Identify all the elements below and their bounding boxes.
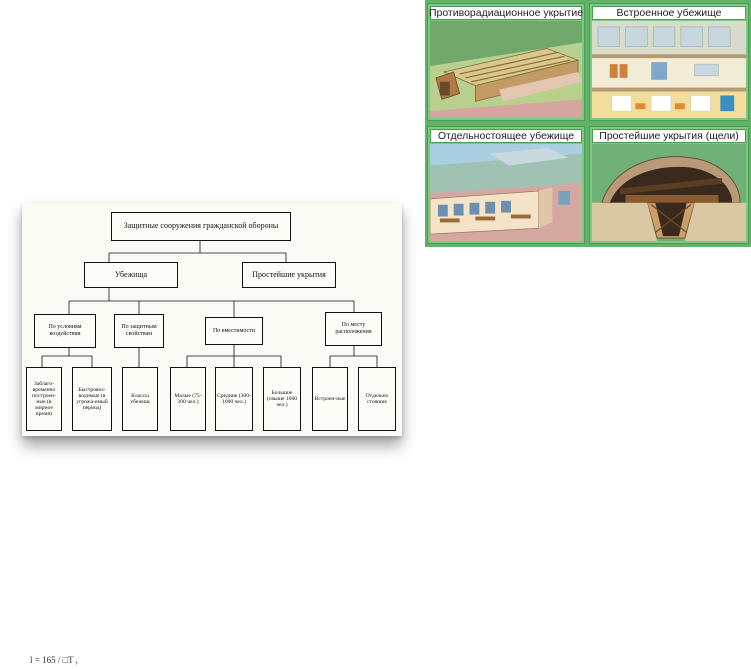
node-simple-shelters: Простейшие укрытия — [242, 262, 336, 288]
cell-title: Встроенное убежище — [592, 6, 746, 20]
node-root: Защитные сооружения гражданской обороны — [111, 212, 291, 241]
cell-title: Простейшие укрытия (щели) — [592, 129, 746, 143]
node-standalone: Отдельно стоящие — [358, 367, 396, 431]
node-small: Малые (75-300 чел.) — [170, 367, 206, 431]
connector-lines — [41, 241, 378, 367]
footer-formula: l = 165 / □T , — [30, 655, 78, 665]
node-by-location: По месту расположения — [325, 312, 382, 346]
cell-built-in-shelter: Встроенное убежище — [589, 3, 749, 121]
node-by-capacity: По вместимости — [205, 317, 263, 345]
node-large: Большие (свыше 1000 чел.) — [263, 367, 301, 431]
cell-simple-trench-shelters: Простейшие укрытия (щели) — [589, 126, 749, 244]
cell-title: Отдельностоящее убежище — [430, 129, 582, 143]
built-in-shelter-illustration — [592, 21, 746, 118]
free-standing-shelter-illustration — [430, 144, 582, 241]
cell-title: Противорадиационное укрытие — [428, 6, 584, 20]
node-by-protective: По защитным свойствам — [114, 314, 164, 348]
node-medium: Средние (300-1000 чел.) — [215, 367, 253, 431]
cell-anti-radiation-shelter: Противорадиационное укрытие — [427, 3, 585, 121]
node-advance-built: Заблаго-временно построен-ные (в мирное … — [26, 367, 62, 431]
trench-shelter-illustration — [592, 144, 746, 241]
node-shelter-classes: Классы убежищ — [122, 367, 158, 431]
node-shelters: Убежища — [84, 262, 178, 288]
cell-free-standing-shelter: Отдельностоящее убежище — [427, 126, 585, 244]
node-rapid-built: Быстровоз-водимые (в угрожа-емый период) — [72, 367, 112, 431]
anti-radiation-shelter-illustration — [430, 21, 582, 118]
node-builtin: Встроен-ные — [312, 367, 348, 431]
node-by-conditions: По условиям воздействия — [34, 314, 96, 348]
shelter-classification-diagram: Защитные сооружения гражданской обороны … — [22, 203, 402, 436]
shelter-types-illustrations: Противорадиационное укрытие Вс — [425, 0, 751, 247]
